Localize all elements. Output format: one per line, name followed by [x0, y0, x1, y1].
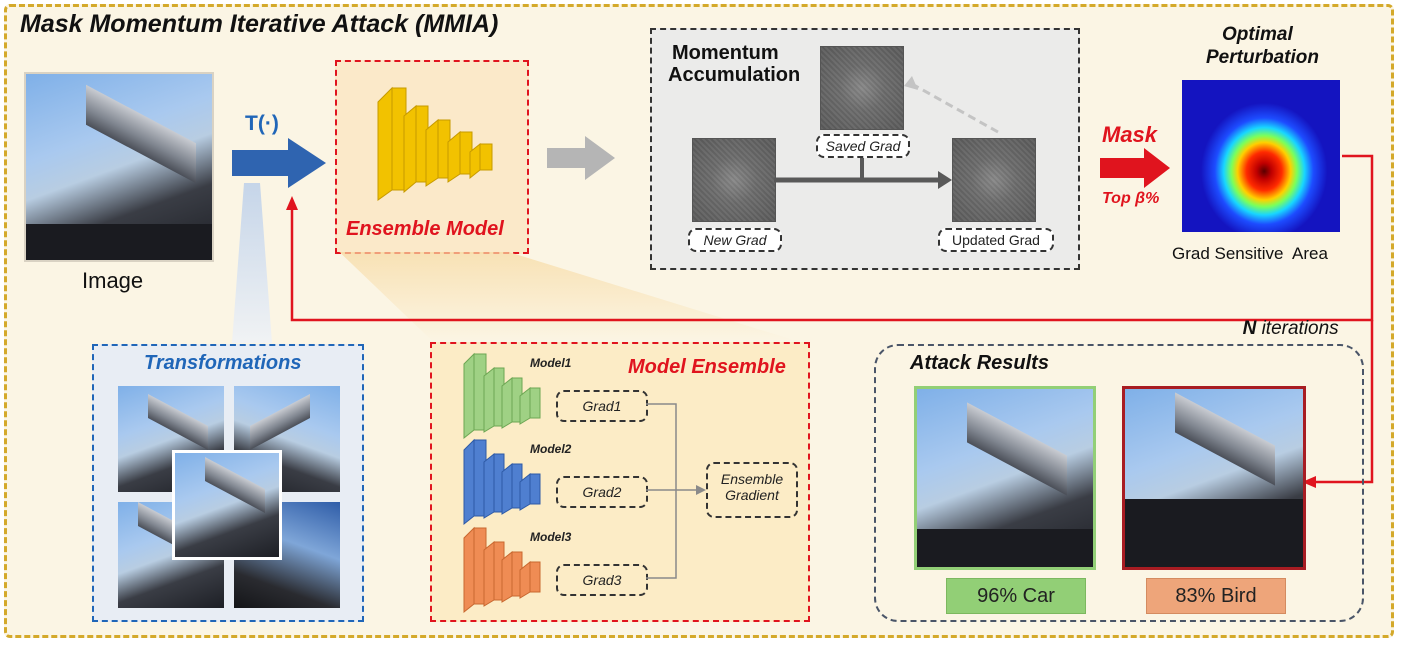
momentum-title-2: Accumulation [668, 64, 801, 86]
iterations-label: N iterations [1232, 296, 1339, 340]
adversarial-image [1122, 386, 1306, 570]
grad1-box: Grad1 [556, 390, 648, 422]
saved-grad-label: Saved Grad [816, 134, 910, 158]
ensemble-connectors [646, 403, 706, 579]
model3-icon [463, 526, 541, 614]
ensemble-gradient-line1: Ensemble [720, 471, 784, 487]
saved-grad-image [820, 46, 904, 130]
flow-arrow-gray [547, 136, 615, 180]
input-image-caption: Image [82, 268, 144, 293]
input-image [24, 72, 214, 262]
model3-label: Model3 [530, 530, 572, 544]
ensemble-model-icon [377, 86, 493, 201]
ensemble-model-label: Ensemble Model [346, 218, 504, 240]
diagram-title: Mask Momentum Iterative Attack (MMIA) [20, 10, 499, 38]
ensemble-gradient-box: Ensemble Gradient [706, 462, 798, 518]
model2-icon [463, 438, 541, 526]
ensemble-gradient-line2: Gradient [725, 487, 779, 503]
attack-results-box [874, 344, 1364, 622]
new-grad-image [692, 138, 776, 222]
mask-arrow [1100, 148, 1170, 188]
adversarial-prediction: 83% Bird [1146, 578, 1286, 614]
momentum-arrows [774, 76, 999, 189]
transform-arrow [232, 138, 326, 188]
clean-prediction: 96% Car [946, 578, 1086, 614]
perturbation-caption: Grad Sensitive Area [1172, 244, 1328, 263]
updated-grad-label: Updated Grad [938, 228, 1054, 252]
perturbation-title-1: Optimal [1222, 24, 1293, 45]
transformations-title: Transformations [144, 352, 302, 374]
transform-label: T(·) [245, 112, 279, 135]
momentum-title-1: Momentum [672, 42, 779, 64]
model2-label: Model2 [530, 442, 572, 456]
updated-grad-image [952, 138, 1036, 222]
attack-results-title: Attack Results [910, 352, 1049, 374]
iterations-text: iterations [1256, 318, 1339, 339]
mask-label: Mask [1102, 122, 1158, 147]
iterations-n: N [1242, 318, 1257, 339]
perturbation-heatmap [1182, 80, 1340, 232]
transformation-center [172, 450, 282, 560]
mask-topbeta: Top β% [1102, 190, 1160, 207]
model1-label: Model1 [530, 356, 572, 370]
model-ensemble-title: Model Ensemble [628, 356, 786, 378]
grad2-box: Grad2 [556, 476, 648, 508]
perturbation-title-2: Perturbation [1206, 47, 1319, 68]
model1-icon [463, 352, 541, 440]
clean-image [914, 386, 1096, 570]
new-grad-label: New Grad [688, 228, 782, 252]
grad3-box: Grad3 [556, 564, 648, 596]
